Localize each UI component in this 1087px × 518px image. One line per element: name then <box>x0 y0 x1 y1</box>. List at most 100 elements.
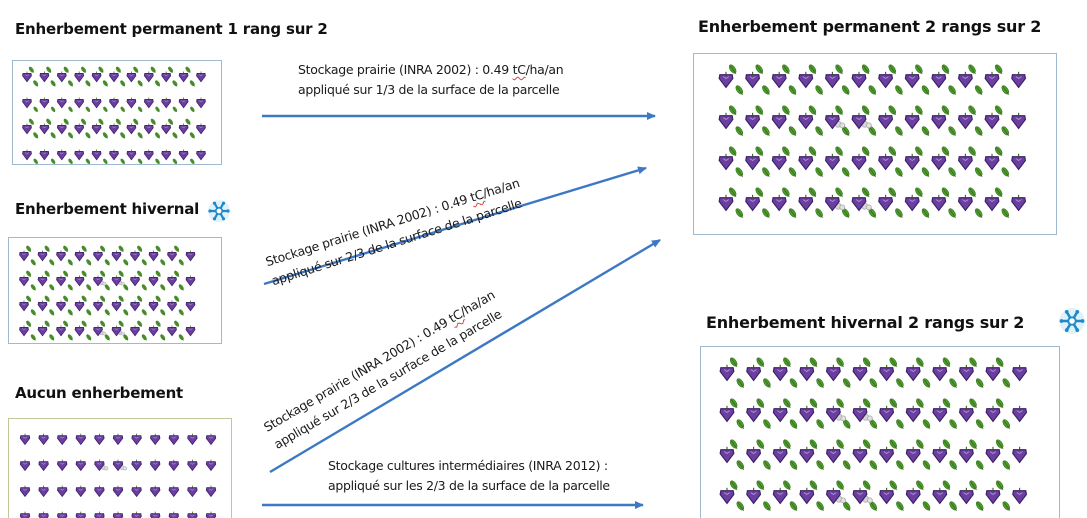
grass-leaf-icon <box>896 419 904 430</box>
grass-leaf-icon <box>67 334 73 341</box>
grass-leaf-icon <box>102 132 108 139</box>
grape-icon <box>771 153 787 171</box>
grape-icon <box>904 194 920 212</box>
grass-leaf-icon <box>895 85 903 96</box>
grape-icon <box>75 485 86 498</box>
grape-icon <box>879 405 895 423</box>
grass-leaf-icon <box>809 357 818 368</box>
grass-leaf-icon <box>815 126 823 137</box>
grass-leaf-icon <box>172 158 178 164</box>
grass-leaf-icon <box>916 480 924 491</box>
grass-leaf-icon <box>137 320 143 327</box>
grass-leaf-icon <box>81 245 87 252</box>
grass-leaf-icon <box>868 85 877 96</box>
grape-icon <box>168 433 179 446</box>
grass-leaf-icon <box>44 270 50 277</box>
grass-leaf-icon <box>736 378 745 389</box>
grass-leaf-icon <box>816 419 824 430</box>
grape-icon <box>109 71 119 83</box>
grass-leaf-icon <box>736 501 745 512</box>
grass-leaf-icon <box>150 118 156 125</box>
grass-leaf-icon <box>835 105 843 116</box>
grass-leaf-icon <box>150 66 156 73</box>
grape-icon <box>772 446 788 464</box>
grass-leaf-icon <box>63 245 69 252</box>
grass-leaf-icon <box>782 146 790 157</box>
grape-icon <box>178 123 189 135</box>
arrow-label-4-line1: Stockage cultures intermédiaires (INRA 2… <box>328 458 608 473</box>
grape-icon <box>56 250 66 262</box>
grape-icon <box>19 325 29 337</box>
grape-icon <box>851 112 867 130</box>
grass-leaf-icon <box>86 259 92 266</box>
grape-icon <box>984 153 1000 171</box>
grape-icon <box>196 123 206 135</box>
grape-icon <box>150 433 161 446</box>
grass-leaf-icon <box>81 118 87 125</box>
grape-icon <box>109 123 119 135</box>
grape-icon <box>143 149 154 161</box>
grape-icon <box>93 325 103 337</box>
grass-leaf-icon <box>788 85 797 96</box>
grass-leaf-icon <box>835 187 843 198</box>
grass-leaf-icon <box>915 64 923 75</box>
snowflake-icon <box>207 199 231 223</box>
grape-icon <box>746 405 762 423</box>
grass-leaf-icon <box>756 398 765 409</box>
grass-leaf-icon <box>815 208 823 219</box>
grass-leaf-icon <box>86 284 92 291</box>
grape-icon <box>75 433 86 446</box>
grass-leaf-icon <box>26 270 32 277</box>
grape-icon <box>932 487 948 505</box>
grass-leaf-icon <box>104 259 110 266</box>
grass-leaf-icon <box>160 284 166 291</box>
grass-leaf-icon <box>968 64 976 75</box>
grass-leaf-icon <box>762 126 770 137</box>
grape-icon <box>851 153 867 171</box>
grape-icon <box>22 123 32 135</box>
grape-icon <box>74 149 85 161</box>
grass-leaf-icon <box>994 187 1003 198</box>
grape-icon <box>74 71 85 83</box>
grape-icon <box>957 153 973 171</box>
grass-leaf-icon <box>816 501 824 512</box>
grape-icon <box>148 250 159 262</box>
grape-icon <box>852 405 868 423</box>
grass-leaf-icon <box>49 259 55 266</box>
grass-leaf-icon <box>155 158 160 164</box>
grape-icon <box>131 433 142 446</box>
grape-icon <box>143 71 154 83</box>
grass-leaf-icon <box>816 378 824 389</box>
grape-icon <box>130 325 140 337</box>
grass-leaf-icon <box>1001 208 1010 219</box>
grape-icon <box>57 459 68 472</box>
grass-leaf-icon <box>49 284 55 291</box>
grass-leaf-icon <box>118 245 124 252</box>
grass-leaf-icon <box>888 187 897 198</box>
grass-leaf-icon <box>888 64 897 75</box>
arrow-label-4: Stockage cultures intermédiaires (INRA 2… <box>328 456 610 496</box>
grass-leaf-icon <box>841 208 850 219</box>
grass-leaf-icon <box>137 106 143 113</box>
grass-leaf-icon <box>809 480 818 491</box>
grape-icon <box>75 511 86 518</box>
grass-leaf-icon <box>836 480 844 491</box>
grass-leaf-icon <box>816 460 824 471</box>
grass-leaf-icon <box>922 378 931 389</box>
grape-icon <box>168 459 179 472</box>
grass-leaf-icon <box>922 460 931 471</box>
grass-leaf-icon <box>86 309 92 316</box>
grape-icon <box>985 364 1001 382</box>
grass-leaf-icon <box>172 80 178 87</box>
grass-leaf-icon <box>994 105 1003 116</box>
grape-icon <box>205 433 217 446</box>
grape-icon <box>56 123 67 135</box>
grape-icon <box>126 71 137 83</box>
grape-icon <box>74 97 85 109</box>
grape-icon <box>19 459 31 472</box>
grass-leaf-icon <box>789 501 798 512</box>
arrow-label-3-line2: appliqué sur 2/3 de la surface de la par… <box>271 306 504 452</box>
grass-leaf-icon <box>975 419 984 430</box>
grape-icon <box>94 433 105 446</box>
grape-icon <box>168 485 179 498</box>
